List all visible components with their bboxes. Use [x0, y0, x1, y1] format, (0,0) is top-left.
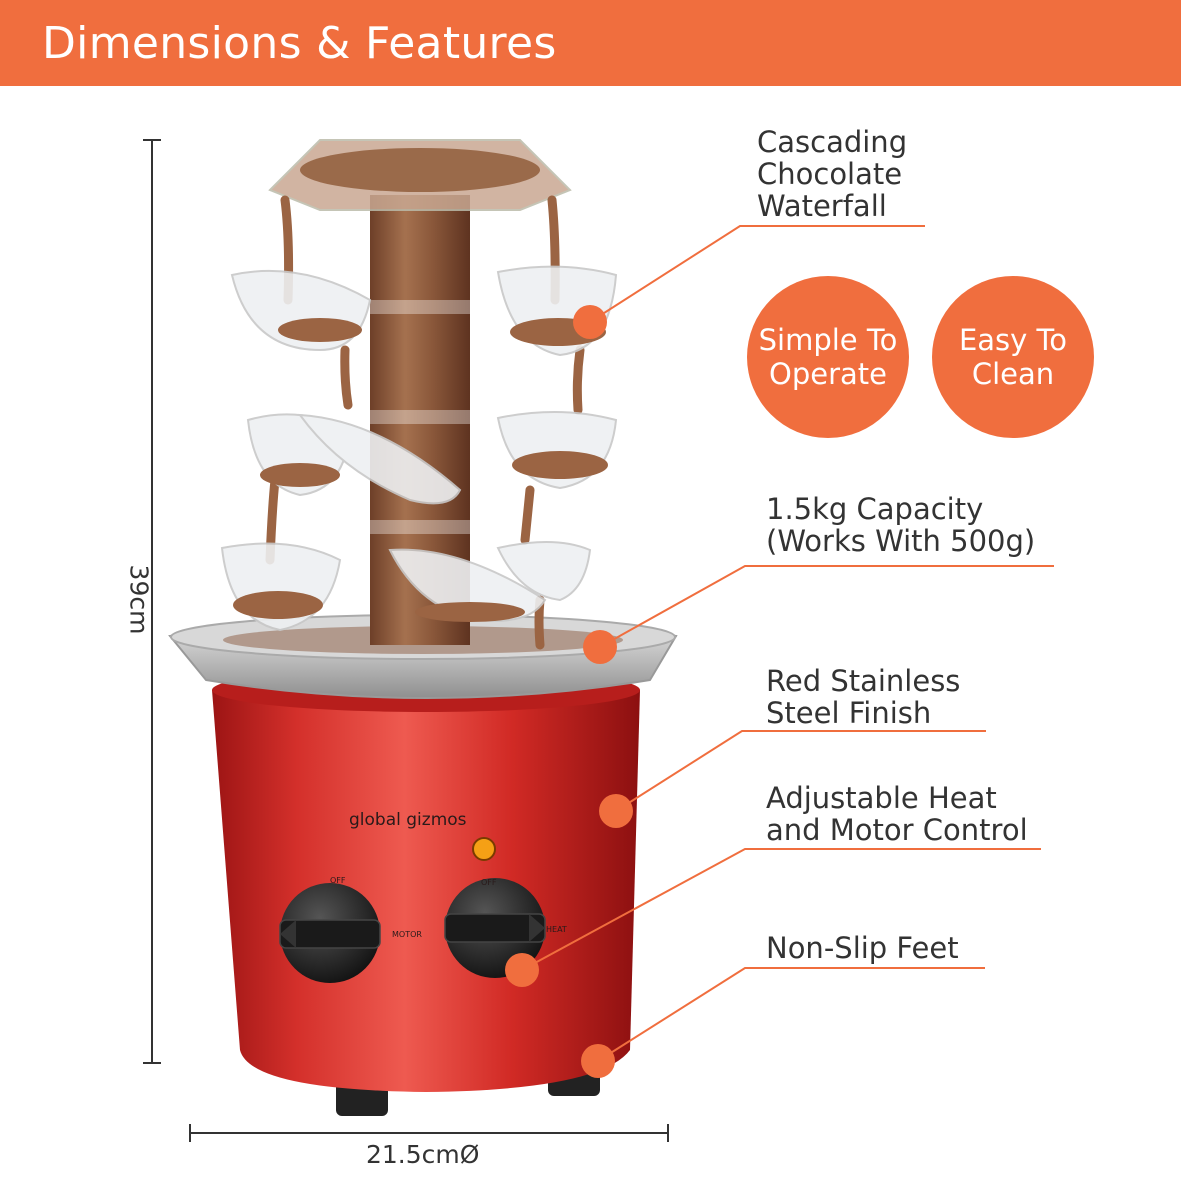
- feature-control: Adjustable Heat and Motor Control: [766, 781, 1028, 847]
- width-dimension-label: 21.5cmØ: [366, 1140, 480, 1169]
- indicator-light: [472, 837, 496, 861]
- feature-capacity: 1.5kg Capacity (Works With 500g): [766, 492, 1036, 558]
- badge-simple-to-operate: Simple To Operate: [747, 276, 909, 438]
- feature-feet: Non-Slip Feet: [766, 931, 959, 965]
- height-dimension-label: 39cm: [124, 564, 154, 635]
- feature-finish: Red Stainless Steel Finish: [766, 664, 961, 730]
- chocolate-fountain-illustration: [168, 139, 678, 1116]
- heat-knob: [444, 878, 546, 978]
- feature-waterfall: Cascading Chocolate Waterfall: [757, 125, 908, 223]
- header-banner: Dimensions & Features: [0, 0, 1181, 86]
- badge-easy-to-clean: Easy To Clean: [932, 276, 1094, 438]
- red-base: [212, 690, 640, 1092]
- motor-knob: [279, 883, 381, 983]
- page-title: Dimensions & Features: [42, 18, 557, 69]
